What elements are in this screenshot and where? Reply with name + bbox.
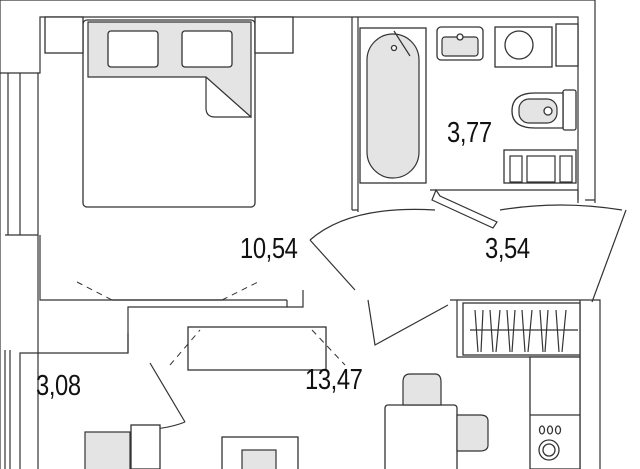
appliance [241,449,277,469]
dining-table [384,373,489,469]
doors [134,188,627,431]
kitchen-upper-cabinets [462,302,581,356]
kitchen-living-area-label: 13,47 [305,364,363,396]
armchair [84,431,131,469]
shaft [555,23,579,67]
pillow [107,30,159,68]
nightstand [254,16,294,54]
toilet [511,89,577,131]
pillow [181,30,233,68]
storage-area-label: 3,08 [36,370,81,402]
nightstand [44,16,84,54]
hallway-area-label: 3,54 [485,233,530,265]
washing-machine [494,26,553,68]
sink [436,26,484,61]
bedroom-area-label: 10,54 [240,233,298,265]
wardrobe [130,424,161,469]
bed [82,19,256,208]
bathroom-cabinet [503,149,577,184]
bathroom-area-label: 3,77 [447,117,492,149]
bathtub [359,27,427,184]
tv-unit [187,326,327,371]
stove [530,414,580,461]
